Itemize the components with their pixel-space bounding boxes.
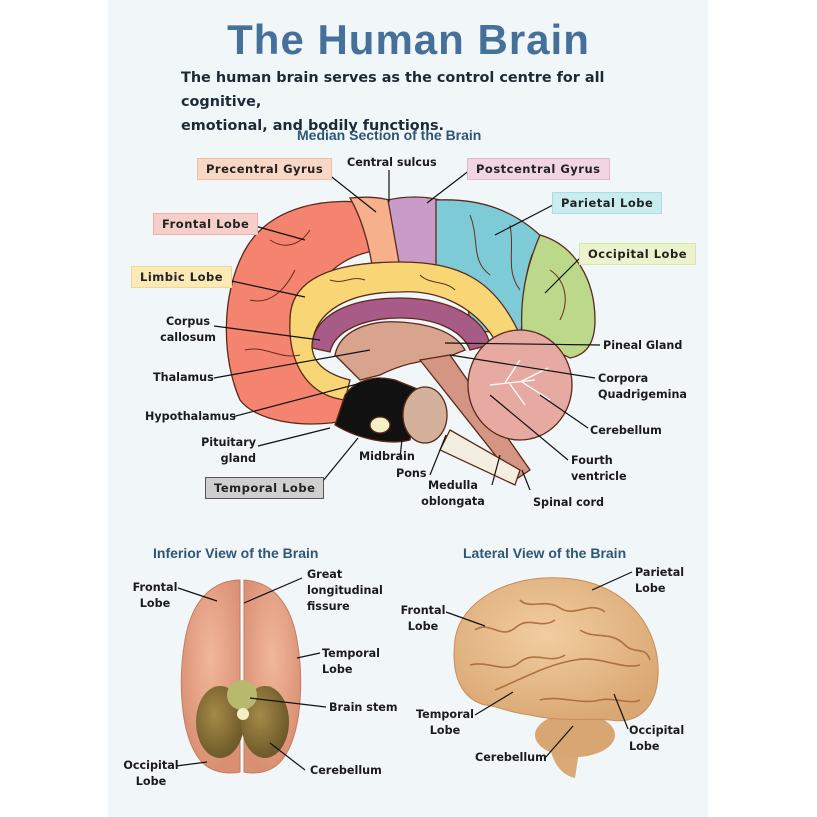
brainstem-region	[418, 354, 531, 481]
label-medulla-line1: Medulla	[428, 479, 478, 492]
inferior-label-occipital-line2: Lobe	[135, 775, 167, 788]
gyri-lines	[244, 214, 566, 357]
label-temporal-lobe: Temporal Lobe	[205, 477, 325, 499]
inferior-label-great-longitudinal-fissure: Great longitudinal fissure	[307, 567, 383, 615]
lateral-label-frontal-line1: Frontal	[400, 604, 446, 617]
label-hypothalamus: Hypothalamus	[145, 410, 236, 423]
label-pineal-gland: Pineal Gland	[603, 339, 683, 352]
lateral-view-title: Lateral View of the Brain	[463, 545, 627, 561]
label-corpora-line1: Corpora	[598, 372, 649, 385]
label-precentral-gyrus: Precentral Gyrus	[197, 158, 333, 180]
inferior-leader-lines	[175, 577, 327, 771]
label-pituitary-line1: Pituitary	[201, 436, 256, 449]
label-pons: Pons	[396, 467, 427, 480]
lateral-label-occipital-line1: Occipital	[629, 724, 685, 737]
inferior-label-fissure-line2: longitudinal	[307, 584, 383, 597]
label-fourth-ventricle-line1: Fourth	[571, 454, 613, 467]
lateral-label-parietal-line1: Parietal	[635, 566, 685, 579]
lateral-label-frontal-lobe: Frontal Lobe	[398, 603, 448, 635]
inferior-label-temporal-line2: Lobe	[322, 663, 353, 676]
cerebellum-region	[467, 329, 573, 441]
lateral-leader-lines	[445, 571, 633, 759]
inferior-label-cerebellum: Cerebellum	[310, 764, 382, 777]
label-corpora-quadrigemina: Corpora Quadrigemina	[598, 371, 687, 403]
subtitle-line-2: emotional, and bodily functions.	[181, 118, 444, 134]
lateral-label-parietal-lobe: Parietal Lobe	[635, 565, 684, 597]
inferior-label-occipital-line1: Occipital	[123, 759, 179, 772]
inferior-view-title: Inferior View of the Brain	[153, 545, 319, 561]
page-title: The Human Brain	[227, 16, 590, 63]
label-corpus-callosum: Corpus callosum	[160, 314, 216, 346]
pituitary-region	[369, 416, 391, 434]
label-corpus-callosum-line1: Corpus	[165, 315, 211, 328]
inferior-brain-stem	[227, 680, 257, 710]
page-subtitle: The human brain serves as the control ce…	[181, 66, 681, 138]
label-central-sulcus: Central sulcus	[347, 156, 437, 169]
lateral-label-cerebellum: Cerebellum	[475, 751, 547, 764]
inferior-spinal-cord	[237, 708, 249, 720]
inferior-label-frontal-lobe: Frontal Lobe	[128, 580, 182, 612]
label-fourth-ventricle: Fourth ventricle	[571, 453, 627, 485]
lateral-label-parietal-line2: Lobe	[635, 582, 666, 595]
label-thalamus: Thalamus	[153, 371, 214, 384]
label-cerebellum-median: Cerebellum	[590, 424, 662, 437]
label-pituitary-line2: gland	[220, 452, 256, 465]
inferior-label-occipital-lobe: Occipital Lobe	[122, 758, 180, 790]
inferior-label-temporal-line1: Temporal	[322, 647, 380, 660]
inferior-label-temporal-lobe: Temporal Lobe	[322, 646, 380, 678]
subtitle-line-1: The human brain serves as the control ce…	[181, 70, 605, 110]
label-corpora-line2: Quadrigemina	[598, 388, 687, 401]
median-section-title: Median Section of the Brain	[297, 127, 482, 143]
lateral-label-temporal-line2: Lobe	[429, 724, 461, 737]
medulla-region	[439, 429, 521, 486]
label-corpus-callosum-line2: callosum	[160, 331, 216, 344]
label-frontal-lobe: Frontal Lobe	[153, 213, 259, 235]
occipital-lobe-region	[520, 234, 596, 359]
label-fourth-ventricle-line2: ventricle	[571, 470, 627, 483]
inferior-label-fissure-line3: fissure	[307, 600, 350, 613]
pons-region	[402, 386, 448, 444]
label-pituitary-gland: Pituitary gland	[196, 435, 256, 467]
cerebellum-arbor	[489, 359, 551, 406]
label-medulla-oblongata: Medulla oblongata	[420, 478, 486, 510]
thalamus-region	[334, 321, 466, 381]
label-occipital-lobe: Occipital Lobe	[579, 243, 696, 265]
lateral-label-occipital-lobe: Occipital Lobe	[629, 723, 684, 755]
label-limbic-lobe: Limbic Lobe	[131, 266, 233, 288]
label-postcentral-gyrus: Postcentral Gyrus	[467, 158, 610, 180]
inferior-label-frontal-line2: Lobe	[139, 597, 171, 610]
lateral-label-frontal-line2: Lobe	[407, 620, 439, 633]
label-spinal-cord: Spinal cord	[533, 496, 604, 509]
label-midbrain: Midbrain	[359, 450, 415, 463]
lateral-label-temporal-line1: Temporal	[416, 708, 474, 721]
lateral-gyri-lines	[469, 599, 651, 703]
inferior-label-fissure-line1: Great	[307, 568, 343, 581]
inferior-label-frontal-line1: Frontal	[132, 581, 178, 594]
lateral-label-occipital-line2: Lobe	[629, 740, 660, 753]
lateral-label-temporal-lobe: Temporal Lobe	[414, 707, 476, 739]
label-medulla-line2: oblongata	[421, 495, 485, 508]
label-parietal-lobe: Parietal Lobe	[552, 192, 663, 214]
temporal-lobe-region	[334, 377, 421, 443]
inferior-label-brain-stem: Brain stem	[329, 701, 398, 714]
